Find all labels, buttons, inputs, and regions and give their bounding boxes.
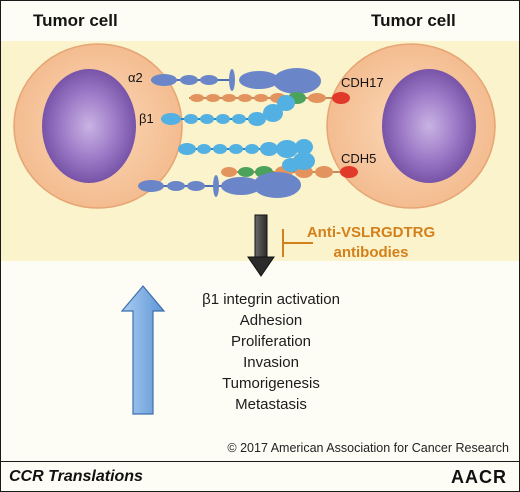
inhibitor-line2: antibodies [333,244,409,261]
diagram-canvas [1,1,519,461]
left-nucleus [42,69,136,183]
outcome-item: Metastasis [235,396,307,413]
alpha2-label: α2 [128,70,143,85]
cadherin-cdh17-top [189,92,350,104]
inhibitor-label: Anti-VSLRGDTRG antibodies [301,223,441,263]
copyright-notice: © 2017 American Association for Cancer R… [227,441,509,455]
outcome-item: Invasion [243,354,299,371]
integrin-alpha2-top [151,68,321,94]
outcome-item: β1 integrin activation [202,291,340,308]
outcome-item: Adhesion [239,312,303,329]
outcome-item: Tumorigenesis [222,375,320,392]
down-arrow [247,214,275,277]
cdh17-label: CDH17 [341,75,384,90]
right-cell-title: Tumor cell [371,11,456,30]
left-tumor-cell [13,43,183,209]
aacr-logo: AACR [451,467,507,487]
integrin-beta1-bottom [178,139,313,158]
integrin-beta1-top [161,95,295,126]
inhibitor-line1: Anti-VSLRGDTRG [306,224,436,241]
journal-name: CCR Translations [9,468,143,485]
footer-bar: CCR Translations AACR [1,461,519,491]
up-arrow [120,285,166,415]
right-tumor-cell [326,43,496,209]
right-nucleus [382,69,476,183]
beta1-label: β1 [139,111,154,126]
integrin-alpha2-bottom [138,172,301,198]
outcome-item: Proliferation [230,333,312,350]
cdh5-label: CDH5 [341,151,377,166]
inhibitor-symbol [282,229,313,257]
left-cell-title: Tumor cell [33,11,118,30]
integrin-beta1-middle [282,152,315,172]
